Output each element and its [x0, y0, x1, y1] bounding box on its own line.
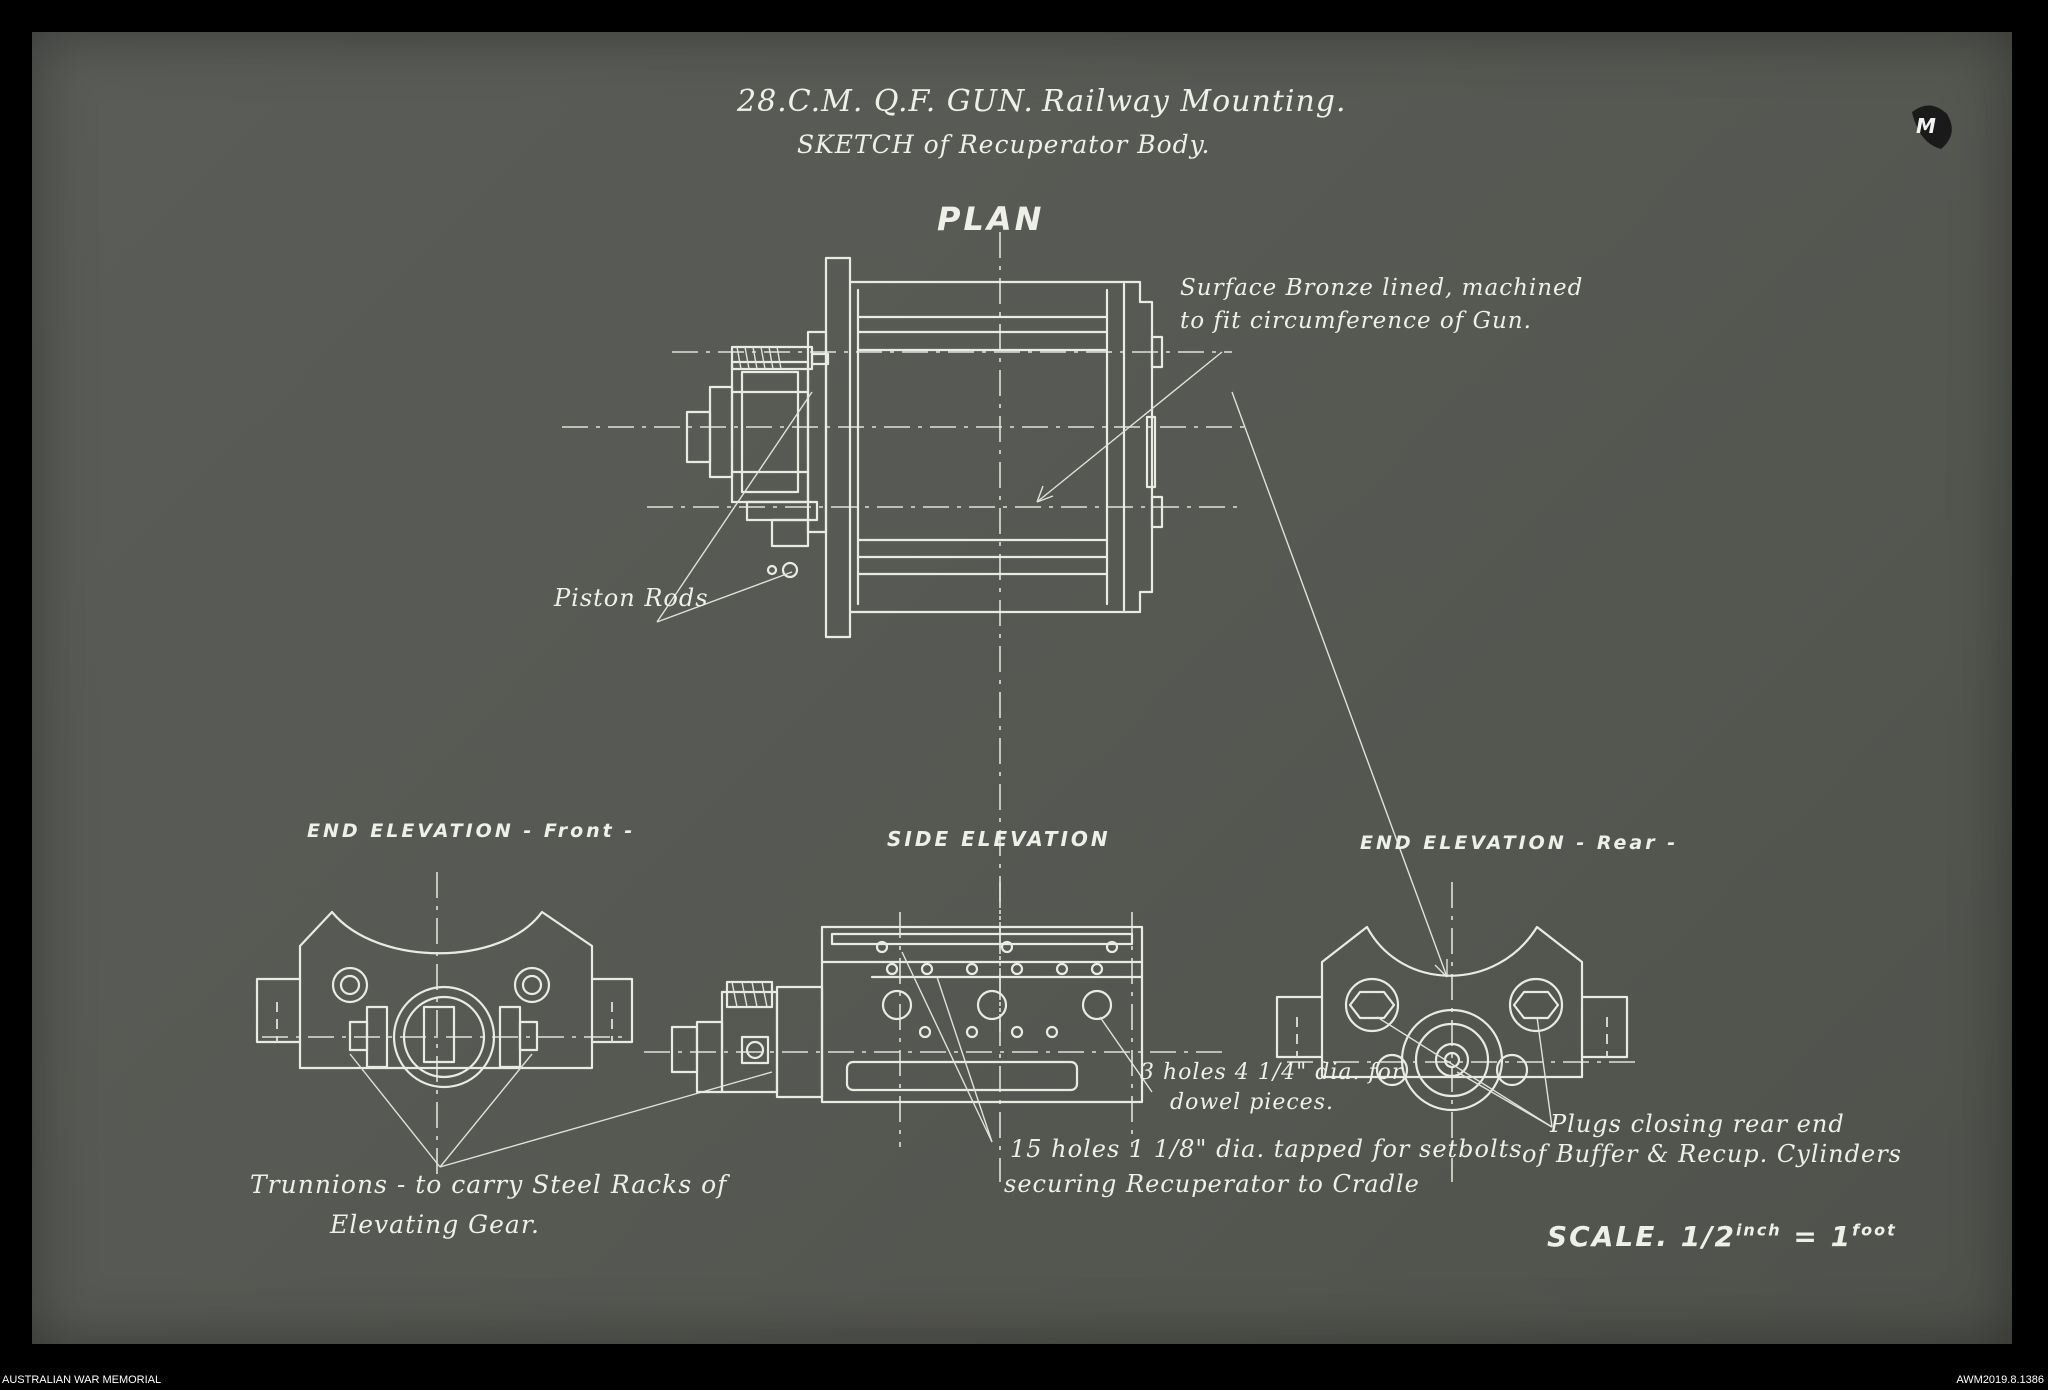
corner-mark-icon [1912, 105, 1952, 149]
note-plugs-1: Plugs closing rear end [1550, 1110, 1845, 1138]
scale-unit-foot: foot [1852, 1220, 1897, 1240]
note-plugs-2: of Buffer & Recup. Cylinders [1522, 1140, 1902, 1168]
footer-left: AUSTRALIAN WAR MEMORIAL [2, 1374, 162, 1386]
end-elevation-front [255, 872, 773, 1182]
corner-mark-letter: M [1916, 114, 1939, 138]
note-surface-1: Surface Bronze lined, machined [1180, 275, 1584, 301]
end-elevation-rear [1275, 882, 1642, 1182]
end-elevation-front-label: END ELEVATION - Front - [307, 820, 636, 842]
note-dowel-2: dowel pieces. [1170, 1090, 1334, 1115]
plan-label: PLAN [937, 200, 1045, 238]
note-dowel-1: 3 holes 4 1/4" dia. for [1140, 1060, 1404, 1085]
title-line-2: SKETCH of Recuperator Body. [797, 130, 1211, 159]
note-trunnions-1: Trunnions - to carry Steel Racks of [250, 1170, 728, 1199]
scale-main: SCALE. 1/2 [1547, 1220, 1736, 1253]
scale-unit-inch: inch [1735, 1220, 1782, 1240]
plan-view [562, 232, 1448, 1032]
scale-mid: = 1 [1781, 1220, 1853, 1253]
technical-drawing [255, 105, 1952, 1182]
side-elevation [644, 882, 1222, 1182]
note-trunnions-2: Elevating Gear. [330, 1210, 540, 1239]
title-line-1b: Railway Mounting. [1042, 84, 1347, 119]
note-holes-1: 15 holes 1 1/8" dia. tapped for setbolts [1010, 1135, 1523, 1163]
note-piston-rods: Piston Rods [554, 584, 709, 612]
drawing-sheet: 28.C.M. Q.F. GUN. Railway Mounting. SKET… [32, 32, 2012, 1344]
title-line-1a: 28.C.M. Q.F. GUN. [737, 84, 1034, 119]
end-elevation-rear-label: END ELEVATION - Rear - [1360, 832, 1679, 854]
footer-right: AWM2019.8.1386 [1956, 1374, 2044, 1386]
note-surface-2: to fit circumference of Gun. [1180, 308, 1532, 334]
note-holes-2: securing Recuperator to Cradle [1004, 1170, 1420, 1198]
side-elevation-label: SIDE ELEVATION [887, 827, 1111, 851]
scale-label: SCALE. 1/2inch = 1foot [1547, 1220, 1897, 1253]
